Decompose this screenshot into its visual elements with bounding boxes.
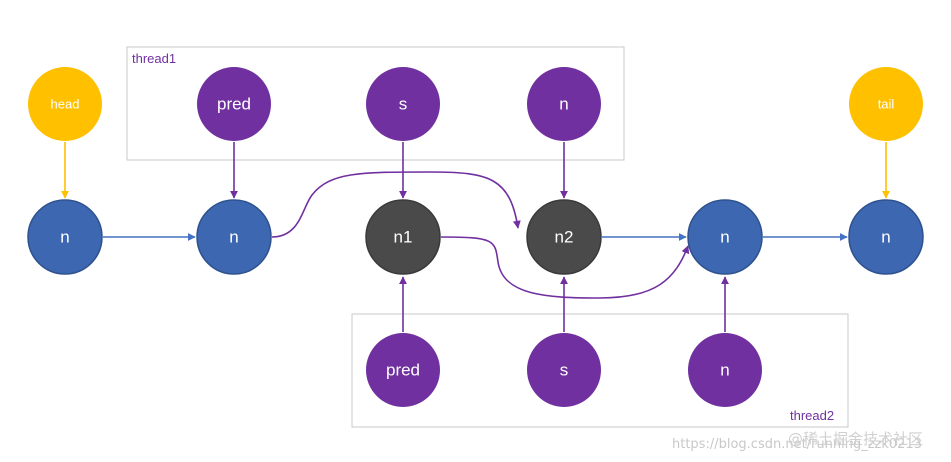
node-list-n-fifth: n <box>687 199 763 275</box>
node-thread2-n: n <box>688 333 762 407</box>
node-n2: n2 <box>526 199 602 275</box>
svg-text:n: n <box>720 361 729 380</box>
svg-text:n: n <box>229 228 238 247</box>
svg-text:head: head <box>51 97 80 112</box>
svg-text:n2: n2 <box>555 228 574 247</box>
watermark-url: https://blog.csdn.net/running_zzk0213 <box>672 437 922 452</box>
node-thread2-s: s <box>527 333 601 407</box>
svg-text:pred: pred <box>217 95 251 114</box>
svg-text:n: n <box>60 228 69 247</box>
svg-text:s: s <box>399 95 408 114</box>
svg-text:s: s <box>560 361 569 380</box>
node-n1: n1 <box>365 199 441 275</box>
svg-text:pred: pred <box>386 361 420 380</box>
node-thread1-pred: pred <box>197 67 271 141</box>
svg-text:n: n <box>720 228 729 247</box>
watermark-brand: @稀土掘金技术社区 <box>788 430 923 448</box>
svg-text:tail: tail <box>878 97 895 112</box>
svg-text:n: n <box>881 228 890 247</box>
node-list-n-first: n <box>27 199 103 275</box>
node-thread2-pred: pred <box>366 333 440 407</box>
thread2-label: thread2 <box>790 408 834 423</box>
node-thread1-n: n <box>527 67 601 141</box>
edge-n1-to-q5-curve <box>440 236 690 299</box>
node-head: head <box>28 67 102 141</box>
svg-text:n1: n1 <box>394 228 413 247</box>
thread2-box <box>351 313 849 428</box>
node-thread1-s: s <box>366 67 440 141</box>
edge-q2-to-n2-curve <box>271 171 521 238</box>
thread1-box <box>126 46 625 161</box>
svg-text:n: n <box>559 95 568 114</box>
node-tail: tail <box>849 67 923 141</box>
node-list-n-second: n <box>196 199 272 275</box>
thread1-label: thread1 <box>132 51 176 66</box>
node-list-n-sixth: n <box>848 199 924 275</box>
